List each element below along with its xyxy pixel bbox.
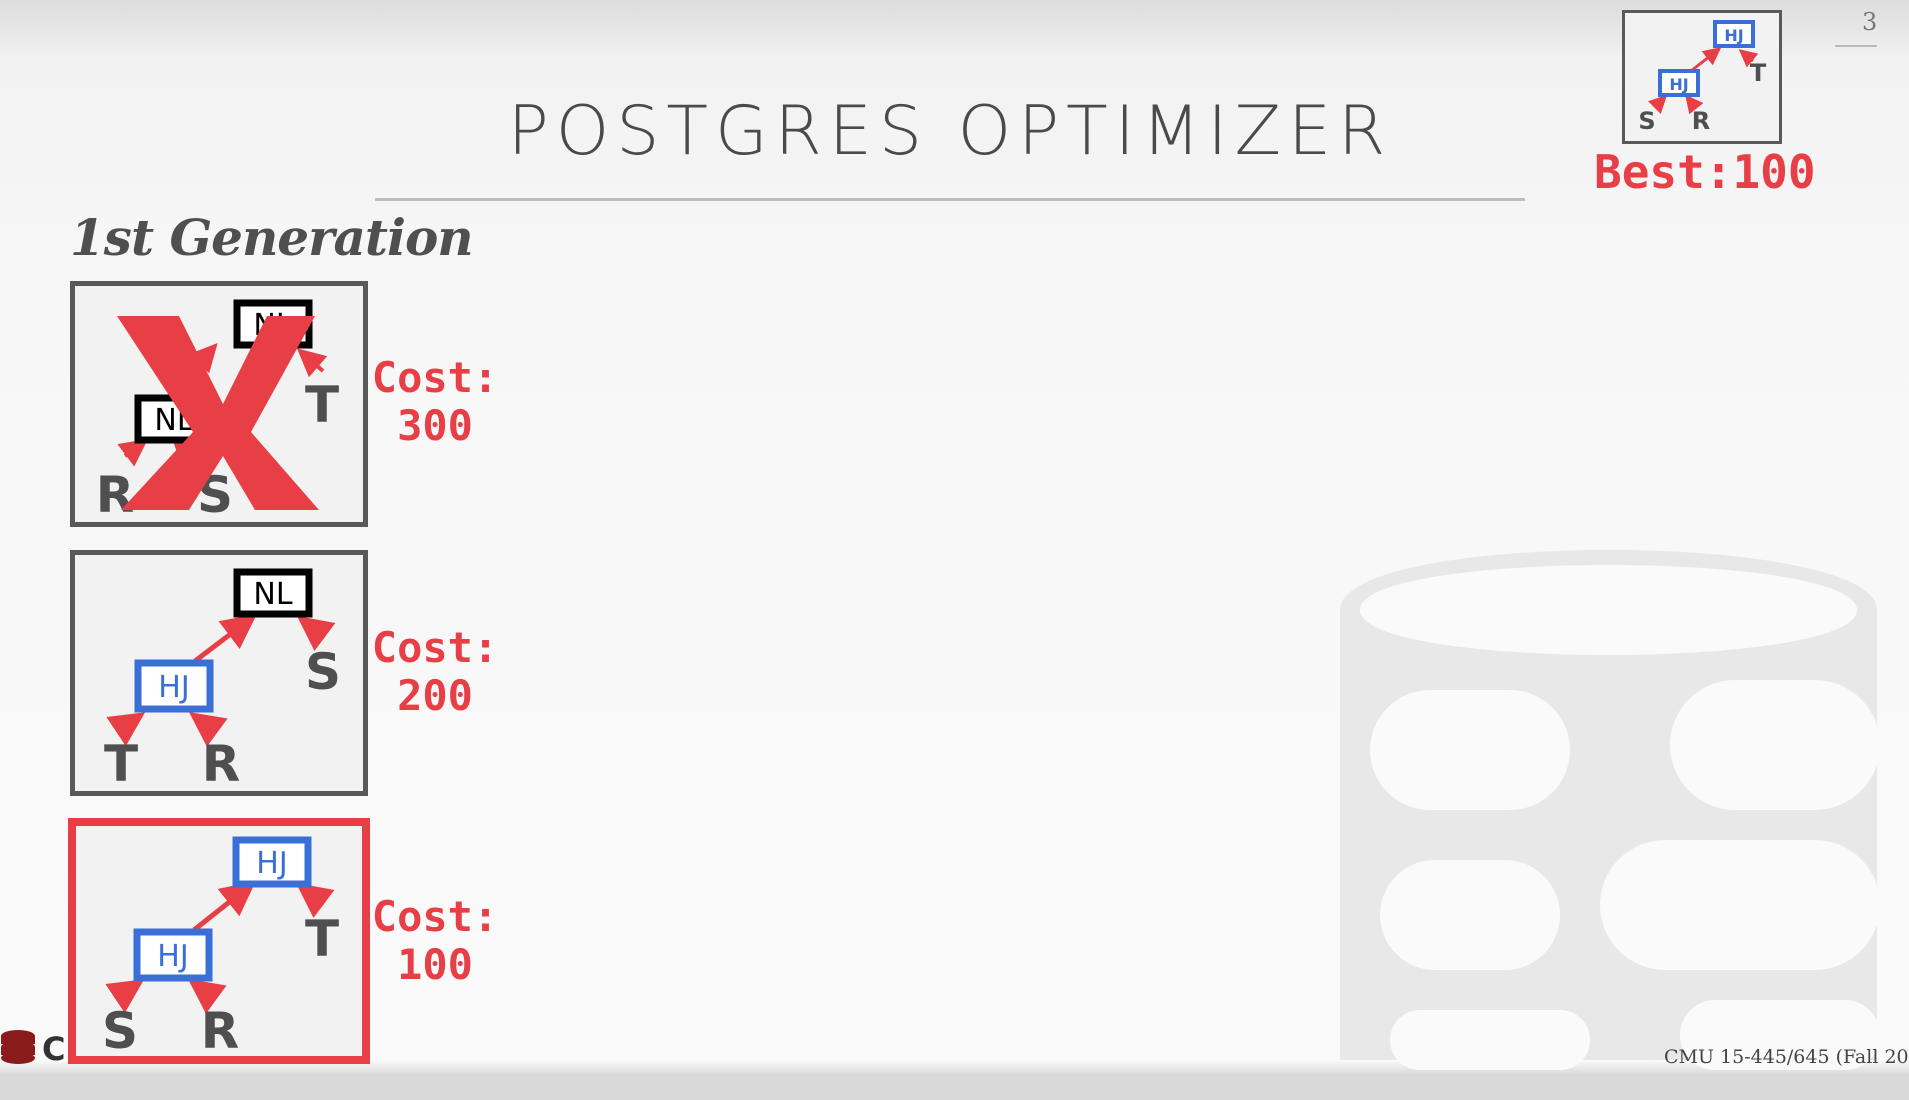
- plan-1-cost: Cost: 300: [370, 354, 500, 450]
- slide-number-rule: [1835, 45, 1877, 47]
- best-cost-label: Best:100: [1594, 145, 1816, 199]
- best-plan-tree: HJ HJ S R T: [1638, 20, 1767, 135]
- slide-title: POSTGRES OPTIMIZER: [507, 92, 1393, 171]
- plan-2-table-1: T: [104, 735, 138, 793]
- plan-card-3: HJ HJ S R T: [68, 818, 370, 1064]
- best-table-2: R: [1692, 107, 1710, 135]
- plan-tree-2: NL HJ T R S: [104, 568, 341, 793]
- plan-2-child-join-label: HJ: [158, 670, 189, 705]
- database-watermark-icon: [1340, 550, 1880, 1070]
- footer-course-label: CMU 15-445/645 (Fall 20: [1664, 1046, 1909, 1068]
- best-table-3: T: [1750, 59, 1767, 87]
- title-rule: [375, 198, 1525, 201]
- best-table-1: S: [1638, 107, 1655, 135]
- plan-2-cost-value: 200: [397, 671, 473, 720]
- plan-3-child-join-label: HJ: [157, 939, 188, 974]
- best-plan-thumbnail: HJ HJ S R T: [1622, 10, 1782, 144]
- plan-2-cost: Cost: 200: [370, 624, 500, 720]
- plan-tree-1: NL NL R S T: [96, 299, 339, 524]
- plan-1-cost-value: 300: [397, 401, 473, 450]
- plan-2-table-2: R: [202, 735, 241, 793]
- plan-3-table-1: S: [102, 1002, 138, 1060]
- generation-heading: 1st Generation: [70, 208, 474, 267]
- plan-2-table-3: S: [305, 643, 341, 701]
- database-logo-icon: [1, 1030, 35, 1064]
- plan-1-table-3: T: [305, 376, 339, 434]
- best-root-join-label: HJ: [1724, 26, 1743, 45]
- plan-3-root-join-label: HJ: [256, 846, 287, 881]
- plan-tree-3: HJ HJ S R T: [102, 836, 339, 1060]
- plan-1-table-1: R: [96, 466, 135, 524]
- plan-2-cost-label: Cost:: [371, 623, 499, 672]
- plan-2-root-join-label: NL: [253, 577, 292, 612]
- plan-3-cost: Cost: 100: [370, 893, 500, 989]
- plan-3-cost-value: 100: [397, 940, 473, 989]
- plan-3-table-2: R: [201, 1002, 240, 1060]
- plan-3-table-3: T: [305, 910, 339, 968]
- plan-2-root-join-node: [233, 568, 313, 618]
- x-mark-icon: [117, 316, 319, 510]
- plan-card-2: NL HJ T R S: [70, 550, 368, 796]
- footer-logo-text: C: [42, 1030, 66, 1068]
- best-root-join-node: [1713, 20, 1755, 48]
- best-child-join-label: HJ: [1669, 75, 1688, 94]
- best-child-join-node: [1658, 69, 1700, 97]
- slide-number: 3: [1862, 8, 1878, 36]
- plan-3-child-join-node: [133, 928, 213, 982]
- plan-card-1: NL NL R S T: [70, 281, 368, 527]
- plan-3-cost-label: Cost:: [371, 892, 499, 941]
- plan-3-root-join-node: [232, 836, 312, 888]
- plan-1-cost-label: Cost:: [371, 353, 499, 402]
- plan-2-child-join-node: [134, 659, 214, 713]
